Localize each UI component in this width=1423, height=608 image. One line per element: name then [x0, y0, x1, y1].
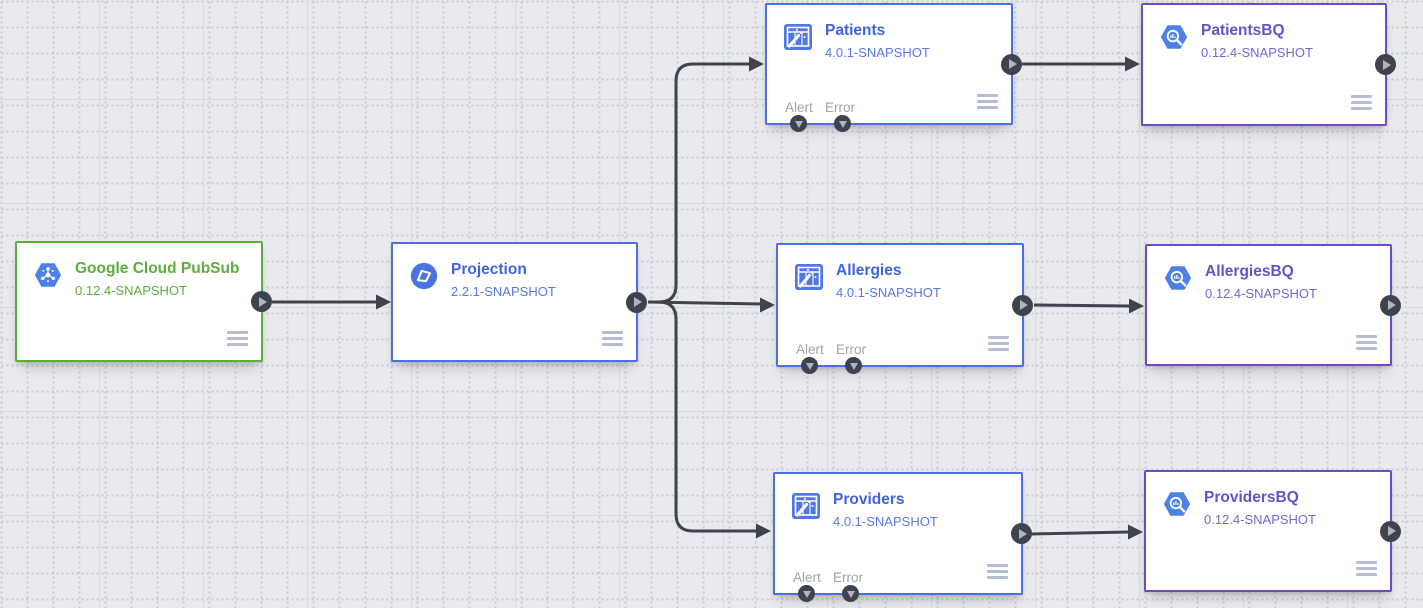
node-title: Google Cloud PubSub: [75, 260, 240, 277]
node-providersbq[interactable]: ProvidersBQ 0.12.4-SNAPSHOT: [1144, 470, 1401, 592]
output-port[interactable]: [1375, 54, 1396, 75]
error-port-label: Error: [833, 570, 863, 585]
pubsub-icon: [33, 260, 63, 290]
node-version: 0.12.4-SNAPSHOT: [1201, 45, 1313, 60]
alert-port-label: Alert: [796, 342, 824, 357]
output-port[interactable]: [1012, 294, 1033, 316]
node-menu-icon[interactable]: [1356, 335, 1377, 350]
node-version: 4.0.1-SNAPSHOT: [833, 514, 938, 529]
node-menu-icon[interactable]: [602, 331, 623, 346]
output-port[interactable]: [1001, 53, 1022, 75]
node-patients[interactable]: Patients 4.0.1-SNAPSHOT Alert Error: [765, 3, 1022, 132]
node-menu-icon[interactable]: [227, 331, 248, 346]
node-version: 2.2.1-SNAPSHOT: [451, 284, 556, 299]
output-port[interactable]: [1380, 520, 1401, 542]
alert-port[interactable]: [790, 115, 807, 132]
node-title: Providers: [833, 491, 905, 508]
error-port-label: Error: [836, 342, 866, 357]
connection-allergies-allergiesbq[interactable]: [1033, 298, 1144, 314]
node-version: 4.0.1-SNAPSHOT: [836, 285, 941, 300]
alert-port[interactable]: [798, 585, 815, 602]
connection-patients-patientsbq[interactable]: [1022, 56, 1140, 72]
projection-icon: [409, 261, 439, 291]
alert-port-label: Alert: [793, 570, 821, 585]
node-title: PatientsBQ: [1201, 22, 1285, 39]
node-version: 4.0.1-SNAPSHOT: [825, 45, 930, 60]
node-title: AllergiesBQ: [1205, 263, 1294, 280]
connection-providers-providersbq[interactable]: [1030, 524, 1143, 540]
error-port-label: Error: [825, 100, 855, 115]
node-title: Allergies: [836, 262, 902, 279]
node-menu-icon[interactable]: [1351, 95, 1372, 110]
node-title: Projection: [451, 261, 527, 278]
node-title: ProvidersBQ: [1204, 489, 1299, 506]
node-title: Patients: [825, 22, 886, 39]
connection-projection-patients[interactable]: [648, 56, 764, 304]
error-port[interactable]: [834, 115, 851, 132]
bigquery-icon: [1159, 22, 1189, 52]
wrangler-icon: [783, 22, 813, 52]
node-version: 0.12.4-SNAPSHOT: [75, 283, 187, 298]
alert-port[interactable]: [801, 357, 818, 374]
wrangler-icon: [794, 262, 824, 292]
node-menu-icon[interactable]: [987, 564, 1008, 579]
node-google-cloud-pubsub[interactable]: Google Cloud PubSub 0.12.4-SNAPSHOT: [15, 241, 272, 362]
output-port[interactable]: [251, 291, 272, 312]
error-port[interactable]: [842, 585, 859, 602]
node-menu-icon[interactable]: [1356, 561, 1377, 576]
alert-port-label: Alert: [785, 100, 813, 115]
node-version: 0.12.4-SNAPSHOT: [1205, 286, 1317, 301]
error-port[interactable]: [845, 357, 862, 374]
output-port[interactable]: [1011, 523, 1032, 544]
connection-projection-providers[interactable]: [648, 300, 771, 539]
node-menu-icon[interactable]: [977, 94, 998, 109]
wrangler-icon: [791, 491, 821, 521]
bigquery-icon: [1163, 263, 1193, 293]
output-port[interactable]: [1380, 294, 1401, 316]
node-allergies[interactable]: Allergies 4.0.1-SNAPSHOT Alert Error: [776, 243, 1033, 374]
output-port[interactable]: [626, 291, 647, 313]
node-menu-icon[interactable]: [988, 336, 1009, 351]
connection-pubsub-projection[interactable]: [272, 294, 391, 310]
node-version: 0.12.4-SNAPSHOT: [1204, 512, 1316, 527]
node-providers[interactable]: Providers 4.0.1-SNAPSHOT Alert Error: [773, 472, 1032, 602]
bigquery-icon: [1162, 489, 1192, 519]
node-allergiesbq[interactable]: AllergiesBQ 0.12.4-SNAPSHOT: [1145, 244, 1401, 366]
node-projection[interactable]: Projection 2.2.1-SNAPSHOT: [391, 242, 647, 362]
node-patientsbq[interactable]: PatientsBQ 0.12.4-SNAPSHOT: [1141, 3, 1396, 126]
